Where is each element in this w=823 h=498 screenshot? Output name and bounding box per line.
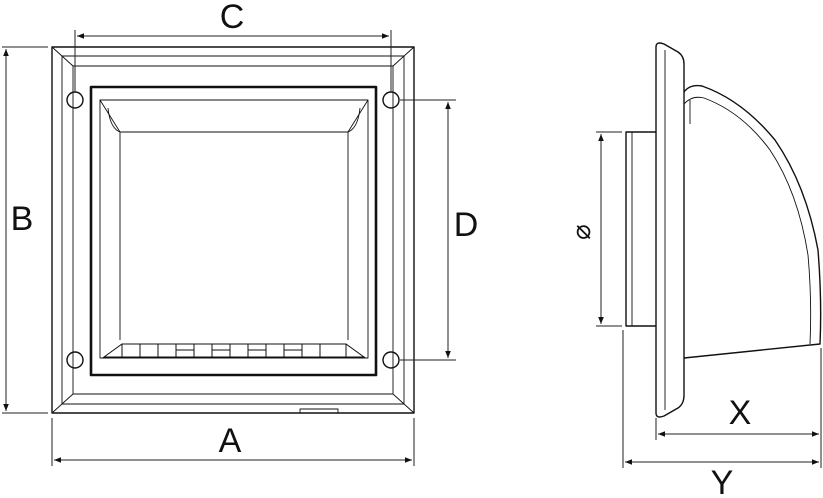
mounting-hole-top-right — [382, 91, 400, 109]
outer-frame — [51, 46, 415, 414]
side-flange — [655, 42, 685, 418]
label-x: X — [729, 394, 752, 432]
mounting-hole-bottom-left — [66, 351, 84, 369]
inner-opening — [89, 85, 378, 377]
dimension-b: B — [2, 46, 48, 414]
louver-grill — [102, 343, 366, 358]
label-c: C — [220, 0, 245, 36]
duct-spigot — [625, 131, 656, 327]
label-diameter: ⌀ — [566, 224, 596, 240]
hood-front-outline — [99, 99, 369, 359]
side-view — [625, 42, 822, 418]
bottom-tab — [299, 408, 339, 413]
label-b: B — [11, 200, 34, 238]
dimension-d: D — [400, 99, 479, 361]
dimension-c: C — [74, 0, 392, 92]
dimension-a: A — [51, 418, 415, 466]
mounting-hole-bottom-right — [382, 351, 400, 369]
label-y: Y — [711, 464, 734, 498]
dimension-diameter: ⌀ — [566, 131, 622, 327]
frame-bevel-2 — [72, 65, 394, 395]
label-d: D — [454, 206, 479, 244]
label-a: A — [219, 422, 242, 460]
mounting-hole-top-left — [66, 91, 84, 109]
dimension-y: Y — [622, 330, 822, 498]
dimension-x: X — [655, 348, 822, 440]
frame-bevel-1 — [61, 55, 405, 405]
hood-side-profile — [683, 84, 822, 359]
front-view — [51, 46, 415, 414]
